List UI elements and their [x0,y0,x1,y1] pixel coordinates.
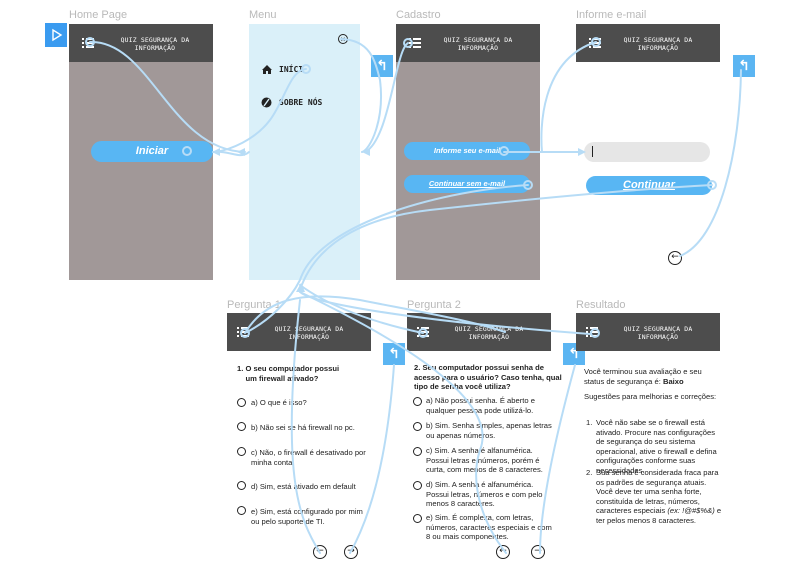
link-arrow [362,148,370,156]
option-radio[interactable] [413,481,422,490]
artboard-label-email: Informe e-mail [576,9,647,21]
email-input[interactable] [584,142,710,162]
menu-item-home[interactable]: INÍCI [279,65,304,74]
email-button[interactable]: Informe seu e-mail [404,142,530,160]
app-header: QUIZ SEGURANÇA DA INFORMAÇÃO [576,24,720,62]
app-header: QUIZ SEGURANÇA DA INFORMAÇÃO [227,313,371,351]
suggestion-item: Sua senha é considerada fraca para os pa… [596,468,721,525]
option-label: c) Sim. A senha é alfanumérica. Possui l… [426,446,543,474]
suggestions-heading: Sugestões para melhorias e correções: [584,392,717,401]
option-label: e) Sim, está configurado por mim ou pelo… [251,507,363,526]
continue-button[interactable]: Continuar [586,176,712,195]
list-marker: 1. [586,418,593,427]
option-radio[interactable] [413,422,422,431]
list-marker: 2. [586,468,593,477]
option-label: b) Sim. Senha simples, apenas letras ou … [426,421,552,440]
option-label: d) Sim, está ativado em default [251,482,356,491]
option-radio[interactable] [413,397,422,406]
link-arrow [237,148,245,156]
link-arrow [296,283,305,292]
app-title: QUIZ SEGURANÇA DA INFORMAÇÃO [623,325,693,341]
option-radio[interactable] [237,506,246,515]
next-icon[interactable]: → [344,545,358,559]
play-icon [52,28,63,42]
email-screen: QUIZ SEGURANÇA DA INFORMAÇÃO [576,24,720,62]
link-path [212,150,250,157]
back-button[interactable]: ↰ [371,55,393,77]
option-radio[interactable] [237,398,246,407]
result-status: Baixo [662,376,684,386]
hamburger-icon[interactable] [409,38,421,48]
artboard-label-cadastro: Cadastro [396,9,441,21]
menu-item-about[interactable]: SOBRE NÓS [279,98,323,107]
menu-screen: × INÍCI SOBRE NÓS [249,24,360,280]
prev-icon[interactable]: ← [668,251,682,265]
hamburger-icon[interactable] [586,327,598,337]
hamburger-icon[interactable] [82,38,94,48]
artboard-label-result: Resultado [576,299,626,311]
option-radio[interactable] [413,514,422,523]
info-icon [261,97,272,108]
app-header: QUIZ SEGURANÇA DA INFORMAÇÃO [407,313,551,351]
hamburger-icon[interactable] [589,38,601,48]
home-icon [262,65,272,74]
start-button[interactable]: Iniciar [91,141,213,162]
prev-icon[interactable]: ← [496,545,510,559]
artboard-label-home: Home Page [69,9,128,21]
option-radio[interactable] [237,447,246,456]
app-title: QUIZ SEGURANÇA DA INFORMAÇÃO [623,36,693,52]
artboard-label-p2: Pergunta 2 [407,299,461,311]
option-radio[interactable] [237,422,246,431]
app-header: QUIZ SEGURANÇA DA INFORMAÇÃO [396,24,540,62]
suggestion-item-end: e ter pelos menos 8 caracteres. [596,506,722,525]
question1-screen: QUIZ SEGURANÇA DA INFORMAÇÃO [227,313,371,351]
prev-icon[interactable]: ← [313,545,327,559]
back-button[interactable]: ↰ [383,343,405,365]
option-label: b) Não sei se há firewall no pc. [251,423,355,432]
question-text: 1. O seu computador possui um firewall a… [237,364,340,383]
app-title: QUIZ SEGURANÇA DA INFORMAÇÃO [120,36,190,52]
app-title: QUIZ SEGURANÇA DA INFORMAÇÃO [274,325,344,341]
next-icon[interactable]: → [531,545,545,559]
play-button[interactable] [45,23,67,47]
option-label: e) Sim. É complexa, com letras, números,… [426,513,552,541]
suggestion-item: Você não sabe se o firewall está ativado… [596,418,717,475]
option-label: a) O que é isso? [251,398,307,407]
back-button[interactable]: ↰ [733,55,755,77]
option-radio[interactable] [413,447,422,456]
hamburger-icon[interactable] [417,327,429,337]
artboard-label-p1: Pergunta 1 [227,299,281,311]
result-intro: Você terminou sua avaliação e seu status… [584,367,702,386]
suggestion-item-text: Sua senha é considerada fraca para os pa… [596,468,719,515]
option-label: d) Sim. A senha é alfanumérica. Possui l… [426,480,543,508]
option-label: a) Não possui senha. É aberto e qualquer… [426,396,535,415]
close-icon[interactable]: × [338,34,348,44]
question2-screen: QUIZ SEGURANÇA DA INFORMAÇÃO [407,313,551,351]
result-screen: QUIZ SEGURANÇA DA INFORMAÇÃO [576,313,720,351]
option-label: c) Não, o firewall é desativado por minh… [251,448,366,467]
app-header: QUIZ SEGURANÇA DA INFORMAÇÃO [576,313,720,351]
option-radio[interactable] [237,481,246,490]
text-cursor [592,146,593,157]
app-header: QUIZ SEGURANÇA DA INFORMAÇÃO [69,24,213,62]
no-email-button[interactable]: Continuar sem e-mail [404,175,530,193]
question-text: 2. Seu computador possui senha de acesso… [414,363,562,391]
hamburger-icon[interactable] [237,327,249,337]
artboard-label-menu: Menu [249,9,277,21]
link-path [679,69,742,257]
link-arrow [212,148,220,156]
app-title: QUIZ SEGURANÇA DA INFORMAÇÃO [454,325,524,341]
app-title: QUIZ SEGURANÇA DA INFORMAÇÃO [443,36,513,52]
suggestion-example: (ex: !@#$%&) [667,506,715,515]
result-intro-text: Você terminou sua avaliação e seu status… [584,367,702,386]
